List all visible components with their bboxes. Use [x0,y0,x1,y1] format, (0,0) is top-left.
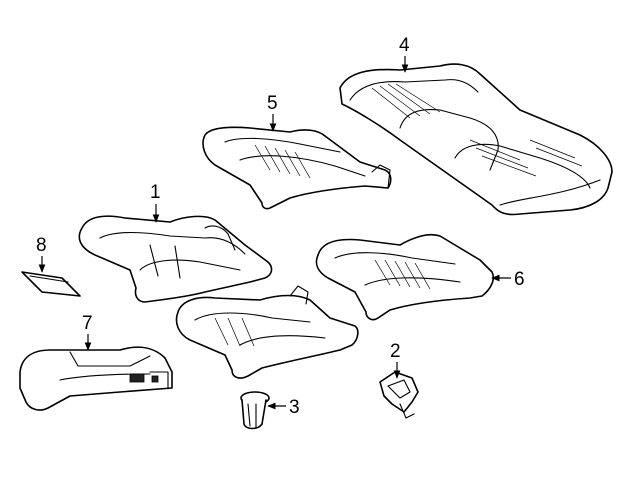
callout-2: 2 [390,341,401,362]
bracket-clip-part-2[interactable] [379,371,419,419]
seat-cushion-lower-assembly[interactable] [175,285,359,379]
pad-part-8[interactable] [21,271,81,297]
callout-4: 4 [399,35,410,56]
push-fastener-part-3[interactable] [240,391,270,430]
seat-cushion-frame-part-1[interactable] [78,215,273,303]
callout-7: 7 [82,313,93,334]
callout-6: 6 [514,269,525,290]
seat-back-section-part-5[interactable] [202,126,392,210]
callout-1: 1 [150,182,161,203]
callout-8: 8 [36,235,47,256]
seat-side-cushion-part-6[interactable] [315,233,495,321]
seat-back-cushion-part-4[interactable] [339,63,613,216]
callout-3: 3 [289,397,300,418]
callout-5: 5 [267,93,278,114]
armrest-part-7[interactable] [19,346,173,411]
